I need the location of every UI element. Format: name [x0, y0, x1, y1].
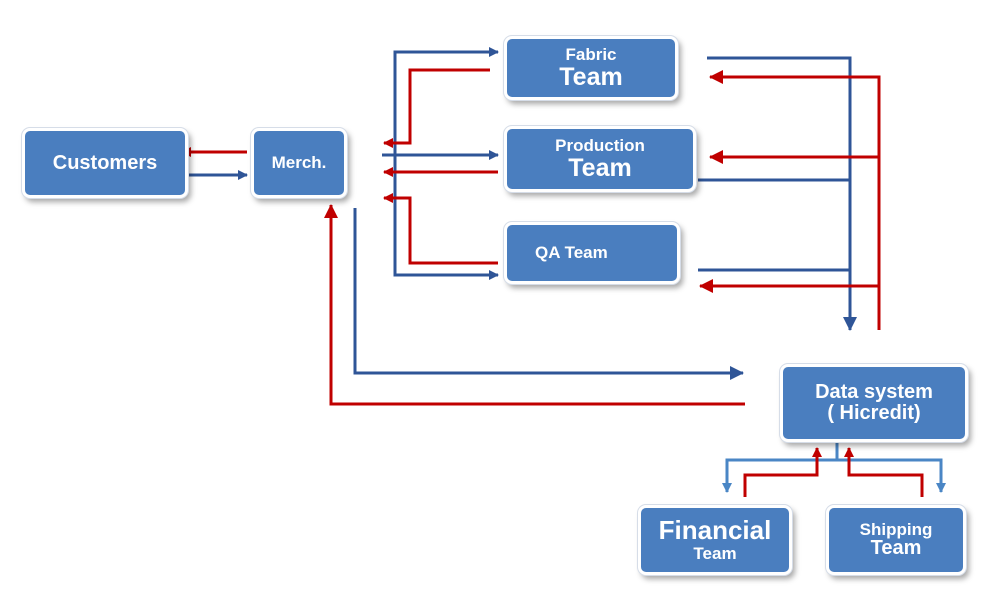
production-line2: Team [568, 153, 632, 182]
arrow-data-system-to-merch [324, 204, 745, 406]
fabric-line2: Team [559, 62, 623, 91]
shipping-team-node[interactable]: Shipping Team [826, 505, 966, 575]
qa-label: QA Team [535, 243, 608, 263]
qa-team-node[interactable]: QA Team [504, 222, 680, 284]
data-system-node[interactable]: Data system ( Hicredit) [780, 364, 968, 442]
arrow-teams-to-data-system [707, 56, 857, 331]
shipping-line1: Shipping [859, 519, 933, 539]
customers-label: Customers [52, 151, 158, 174]
production-team-node[interactable]: Production Team [504, 126, 696, 192]
customers-node[interactable]: Customers [22, 128, 188, 198]
financial-team-node[interactable]: Financial Team [638, 505, 792, 575]
arrow-merch-to-fabric [382, 47, 499, 157]
arrow-merch-to-data-system [353, 208, 744, 380]
fabric-line1: Fabric [565, 44, 617, 64]
fabric-team-node[interactable]: Fabric Team [504, 36, 678, 100]
arrow-qa-to-merch [383, 193, 498, 265]
data-system-line2: ( Hicredit) [827, 402, 921, 424]
merch-node[interactable]: Merch. [251, 128, 347, 198]
arrow-financial-to-data-system [743, 447, 822, 497]
arrow-fabric-to-merch [383, 68, 490, 148]
arrow-data-system-to-shipping [837, 458, 946, 493]
arrow-data-system-to-fabric [709, 70, 881, 330]
arrow-shipping-to-data-system [844, 447, 924, 497]
arrow-merch-to-qa [393, 155, 499, 280]
merch-label: Merch. [271, 153, 327, 173]
production-line1: Production [555, 135, 645, 155]
financial-line2: Team [693, 543, 737, 563]
arrow-data-system-to-financial [722, 442, 839, 493]
financial-line1: Financial [658, 515, 772, 546]
data-system-line1: Data system [815, 381, 933, 403]
shipping-line2: Team [870, 537, 922, 560]
